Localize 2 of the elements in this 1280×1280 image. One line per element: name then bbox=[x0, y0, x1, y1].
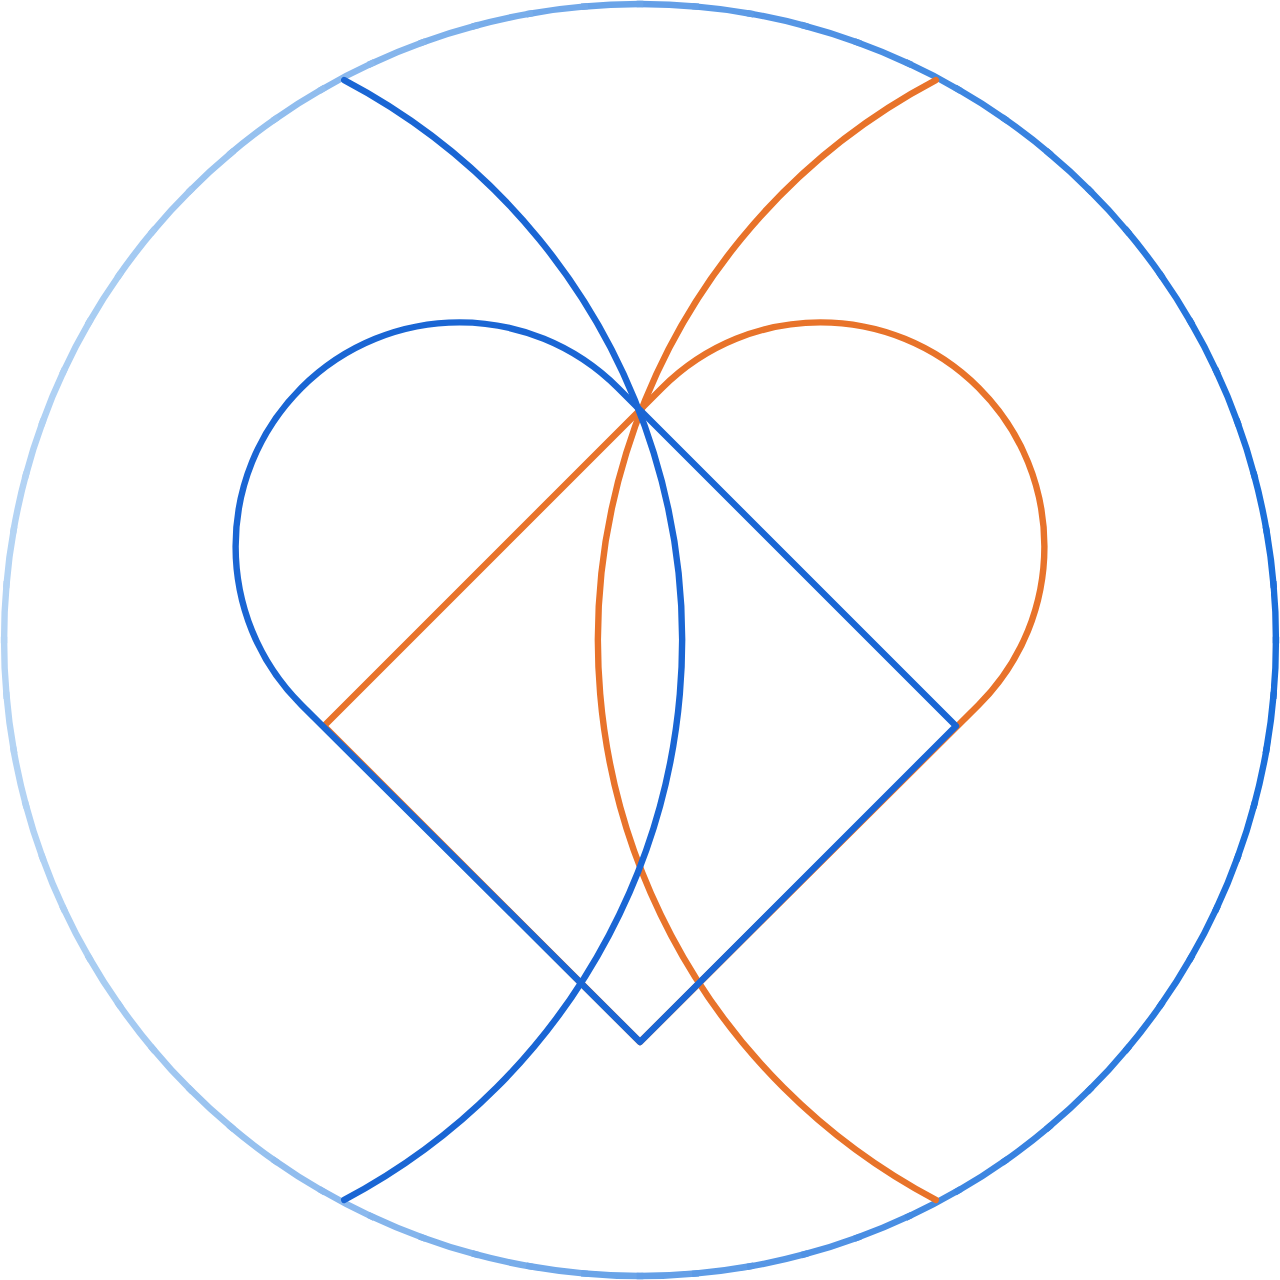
heart-outline bbox=[320, 76, 1048, 1204]
heart-outline bbox=[232, 76, 960, 1204]
